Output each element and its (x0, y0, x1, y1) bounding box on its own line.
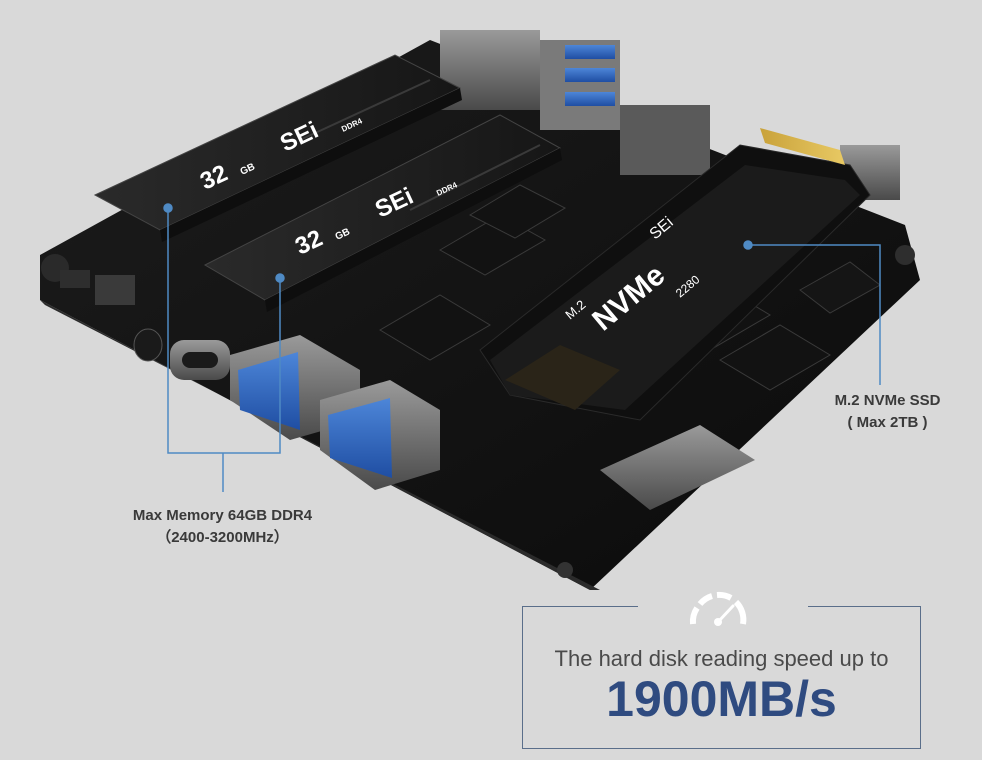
speed-value: 1900MB/s (606, 671, 837, 727)
memory-callout-lines (163, 203, 285, 492)
memory-callout-line1: Max Memory 64GB DDR4 (132, 507, 313, 524)
ssd-callout-line2: ( Max 2TB ) (847, 414, 928, 431)
rear-ports (440, 30, 900, 200)
speed-panel-border-right (808, 606, 920, 607)
ram-stick-1 (93, 54, 462, 242)
speed-caption: The hard disk reading speed up to (554, 646, 889, 671)
ssd-callout-lines (743, 240, 881, 385)
memory-callout-line2: （2400-3200MHz） (156, 529, 289, 546)
speed-panel-border-left (523, 606, 638, 607)
front-ports (95, 275, 440, 490)
ssd-callout-line1: M.2 NVMe SSD (834, 392, 941, 409)
ram-stick-2 (203, 114, 562, 312)
speedometer-icon (689, 591, 747, 626)
speed-panel: The hard disk reading speed up to 1900MB… (522, 606, 921, 749)
sd-card-slot (600, 425, 755, 510)
ssd-callout: M.2 NVMe SSD ( Max 2TB ) (800, 390, 975, 434)
nvme-ssd (479, 128, 871, 421)
memory-callout: Max Memory 64GB DDR4 （2400-3200MHz） (95, 505, 350, 549)
